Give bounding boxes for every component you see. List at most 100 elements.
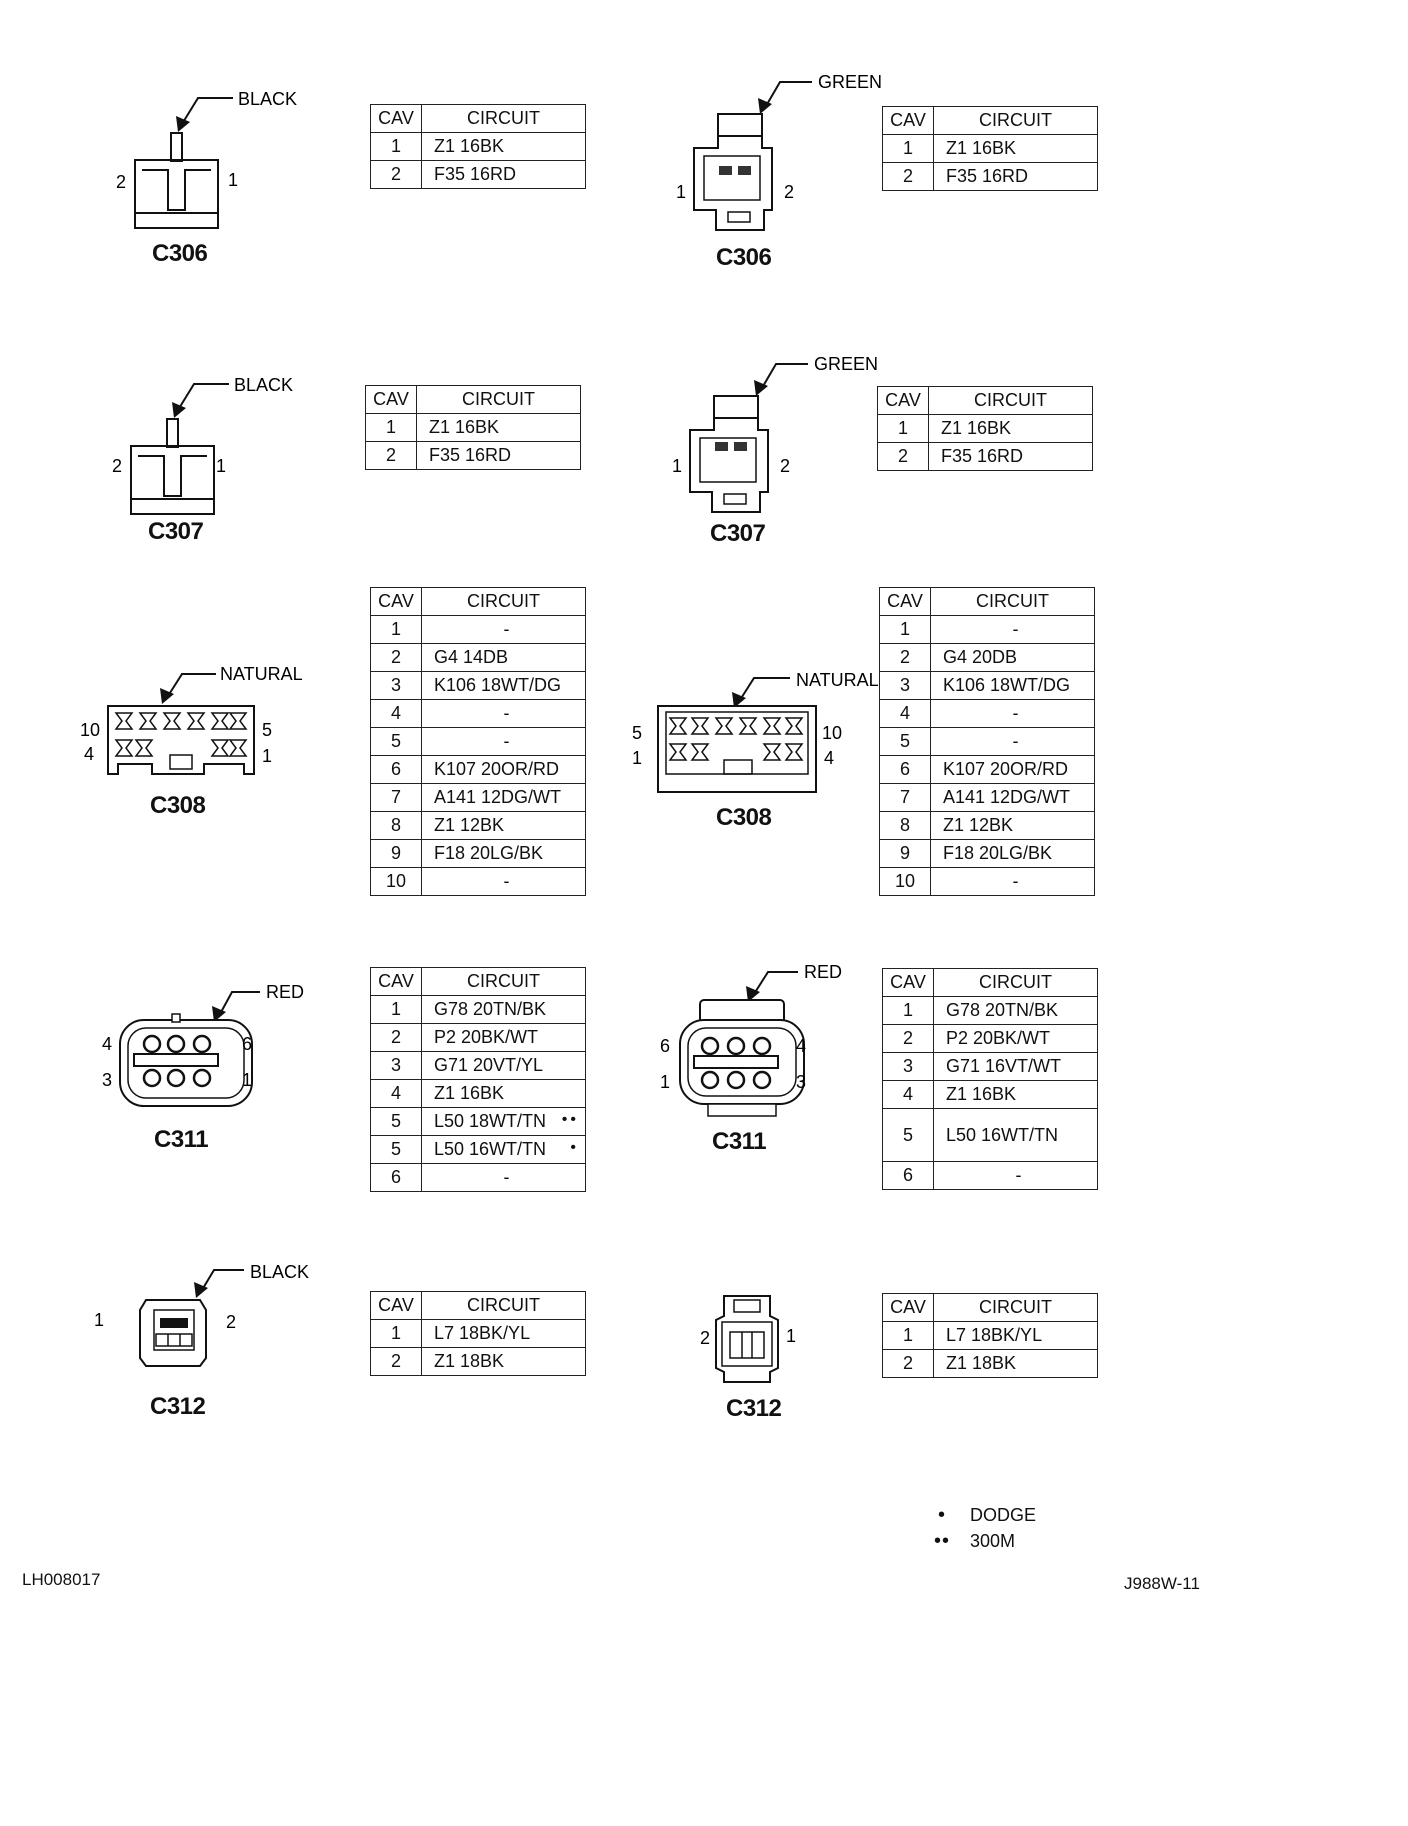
pin-label: 1 — [676, 182, 686, 202]
circuit-cell: L50 18WT/TN •• — [421, 1107, 586, 1136]
table-row: 5- — [879, 727, 1095, 756]
circuit-code: Z1 12BK — [421, 811, 586, 840]
pin-label: 5 — [632, 723, 642, 743]
circuit-code: - — [933, 1161, 1098, 1190]
circuit-header: CIRCUIT — [421, 587, 586, 616]
variant-marker: • — [570, 1139, 579, 1156]
color-label: NATURAL — [796, 670, 879, 690]
pin-label: 4 — [84, 744, 94, 764]
c311-right-connector-drawing: RED 6 1 4 3 — [660, 962, 842, 1117]
circuit-code: - — [930, 867, 1095, 896]
cav-number: 2 — [370, 1023, 422, 1052]
cav-header: CAV — [882, 106, 934, 135]
circuit-code: G78 20TN/BK — [421, 995, 586, 1024]
circuit-code: Z1 18BK — [421, 1347, 586, 1376]
circuit-header: CIRCUIT — [933, 1293, 1098, 1322]
circuit-code: P2 20BK/WT — [933, 1024, 1098, 1053]
circuit-code: L7 18BK/YL — [421, 1319, 586, 1348]
circuit-code: - — [930, 699, 1095, 728]
circuit-code: Z1 16BK — [416, 413, 581, 442]
cav-number: 6 — [370, 755, 422, 784]
circuit-code: Z1 18BK — [933, 1349, 1098, 1378]
pin-label: 5 — [262, 720, 272, 740]
table-row: 4- — [879, 699, 1095, 728]
cav-number: 10 — [370, 867, 422, 896]
cav-number: 2 — [370, 160, 422, 189]
cav-number: 6 — [882, 1161, 934, 1190]
cav-number: 8 — [879, 811, 931, 840]
cav-number: 3 — [370, 1051, 422, 1080]
pin-label: 2 — [116, 172, 126, 192]
circuit-code: - — [421, 1163, 586, 1192]
pin-label: 3 — [796, 1072, 806, 1092]
pin-label: 6 — [242, 1034, 252, 1054]
cav-number: 5 — [882, 1108, 934, 1162]
cav-number: 9 — [879, 839, 931, 868]
pin-label: 2 — [226, 1312, 236, 1332]
cav-number: 5 — [370, 1135, 422, 1164]
pin-label: 1 — [672, 456, 682, 476]
cav-header: CAV — [879, 587, 931, 616]
cav-number: 4 — [370, 699, 422, 728]
cav-number: 5 — [370, 727, 422, 756]
table-row: 1- — [370, 615, 586, 644]
figure-code-right: J988W-11 — [1124, 1574, 1200, 1593]
color-label: NATURAL — [220, 664, 303, 684]
pin-label: 1 — [94, 1310, 104, 1330]
pin-label: 4 — [824, 748, 834, 768]
circuit-code: A141 12DG/WT — [930, 783, 1095, 812]
cav-header: CAV — [370, 587, 422, 616]
cav-number: 1 — [370, 132, 422, 161]
variant-marker: •• — [561, 1111, 579, 1128]
cav-number: 2 — [877, 442, 929, 471]
cav-header: CAV — [882, 968, 934, 997]
c306-right-connector-drawing: GREEN 1 2 — [676, 72, 882, 231]
circuit-code: L7 18BK/YL — [933, 1321, 1098, 1350]
pin-label: 3 — [102, 1070, 112, 1090]
legend-symbol: •• — [934, 1530, 951, 1552]
cav-number: 1 — [877, 414, 929, 443]
circuit-code: L50 18WT/TN — [434, 1111, 547, 1131]
circuit-code: - — [421, 867, 586, 896]
pin-label: 2 — [700, 1328, 710, 1348]
circuit-code: G78 20TN/BK — [933, 996, 1098, 1025]
pin-label: 4 — [796, 1036, 806, 1056]
cav-number: 1 — [370, 1319, 422, 1348]
cav-number: 1 — [370, 615, 422, 644]
cav-number: 2 — [370, 643, 422, 672]
cav-number: 6 — [879, 755, 931, 784]
table-row: 6- — [370, 1163, 586, 1192]
legend-label: DODGE — [970, 1505, 1037, 1525]
cav-number: 4 — [370, 1079, 422, 1108]
color-label: GREEN — [818, 72, 882, 92]
c311-left-connector-drawing: RED 4 3 6 1 — [102, 982, 304, 1107]
connector-id: C307 — [710, 520, 766, 547]
circuit-code: Z1 16BK — [933, 134, 1098, 163]
table-row: 6- — [882, 1161, 1098, 1190]
pin-label: 2 — [112, 456, 122, 476]
c312-right-connector-drawing: 2 1 — [700, 1295, 796, 1383]
